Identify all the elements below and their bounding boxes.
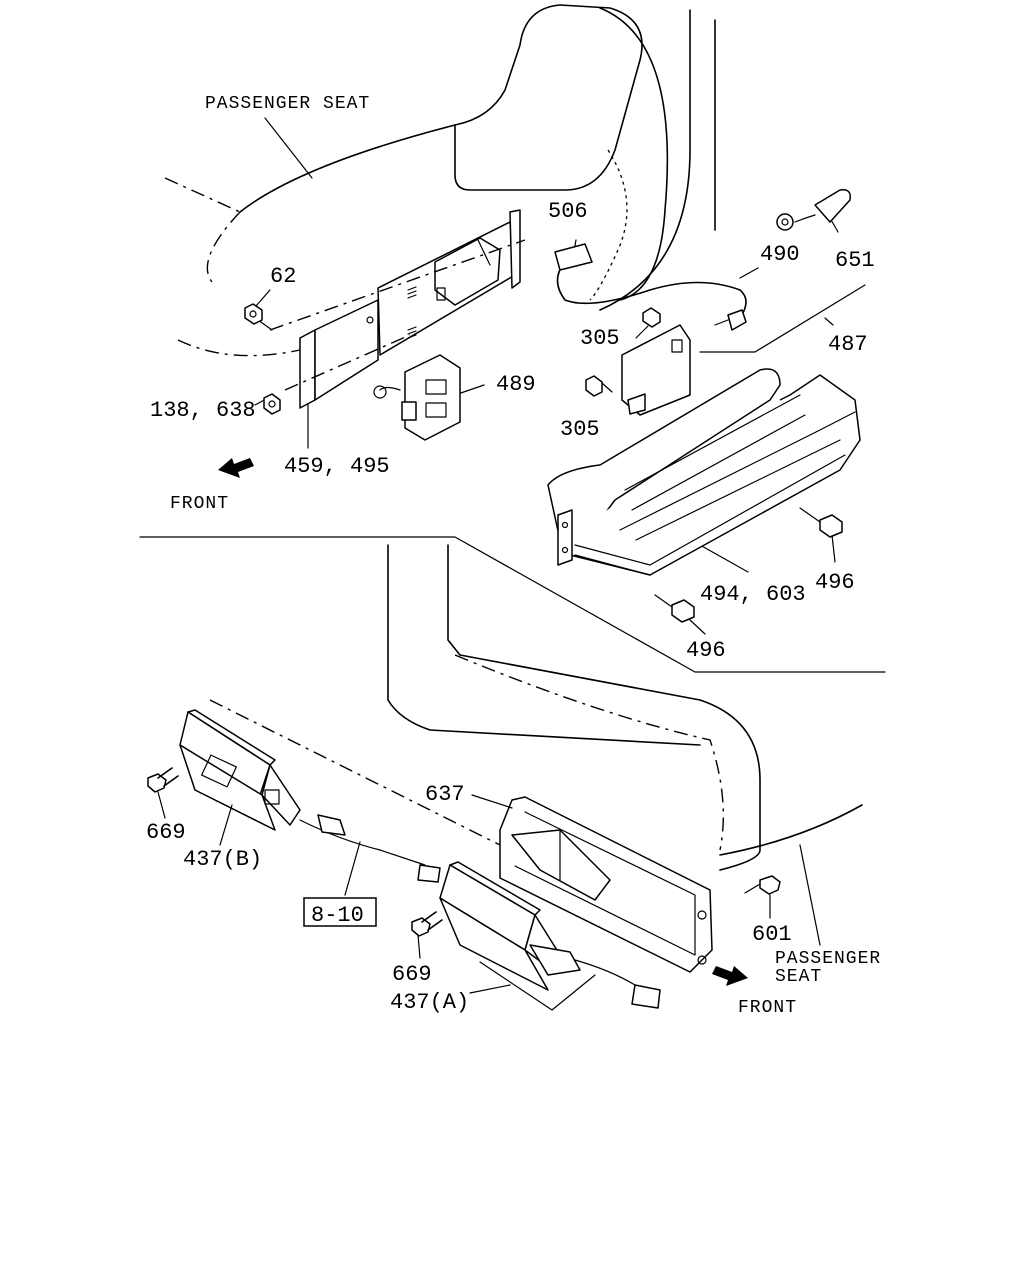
nut-138-638 xyxy=(263,393,281,415)
label-front-top: FRONT xyxy=(170,494,229,514)
callout-459-495: 459, 495 xyxy=(284,454,390,479)
callout-489: 489 xyxy=(496,372,536,397)
callout-637: 637 xyxy=(425,782,465,807)
callout-669-b: 669 xyxy=(392,962,432,987)
switch-489 xyxy=(373,354,461,441)
front-arrow-top xyxy=(218,458,254,478)
label-passenger-seat-bottom-1: PASSENGER xyxy=(775,949,881,969)
label-ref-box: 8-10 xyxy=(311,903,364,928)
springs xyxy=(407,286,417,339)
callout-62: 62 xyxy=(270,264,296,289)
callout-305-a: 305 xyxy=(580,326,620,351)
seat-outline-bottom xyxy=(209,544,863,871)
bolt-496-b xyxy=(654,594,695,623)
label-passenger-seat-bottom-2: SEAT xyxy=(775,967,822,987)
ref-box-outline xyxy=(303,897,377,927)
callout-437a: 437(A) xyxy=(390,990,469,1015)
front-arrow-bottom xyxy=(712,966,748,986)
module-437b xyxy=(179,709,441,883)
callout-487: 487 xyxy=(828,332,868,357)
bracket-637 xyxy=(499,796,781,973)
cable-assembly xyxy=(554,188,852,416)
callout-601: 601 xyxy=(752,922,792,947)
seat-rail-494-603 xyxy=(547,368,861,576)
callout-496-a: 496 xyxy=(815,570,855,595)
callout-437b: 437(B) xyxy=(183,847,262,872)
callout-669-a: 669 xyxy=(146,820,186,845)
nut-62 xyxy=(244,303,263,325)
bolt-496-a xyxy=(799,507,843,538)
callout-651: 651 xyxy=(835,248,875,273)
callout-496-b: 496 xyxy=(686,638,726,663)
callout-490: 490 xyxy=(760,242,800,267)
section-separator xyxy=(139,536,886,673)
leader-lines-bottom xyxy=(157,791,821,994)
label-front-bottom: FRONT xyxy=(738,998,797,1018)
callout-506: 506 xyxy=(548,199,588,224)
bolt-669-a xyxy=(147,767,179,793)
bracket-459-495 xyxy=(269,209,526,409)
callout-305-b: 305 xyxy=(560,417,600,442)
label-passenger-seat-top: PASSENGER SEAT xyxy=(205,94,370,114)
module-437a xyxy=(439,861,661,1011)
callout-138-638: 138, 638 xyxy=(150,398,256,423)
callout-494-603: 494, 603 xyxy=(700,582,806,607)
bolt-669-b xyxy=(411,911,443,937)
